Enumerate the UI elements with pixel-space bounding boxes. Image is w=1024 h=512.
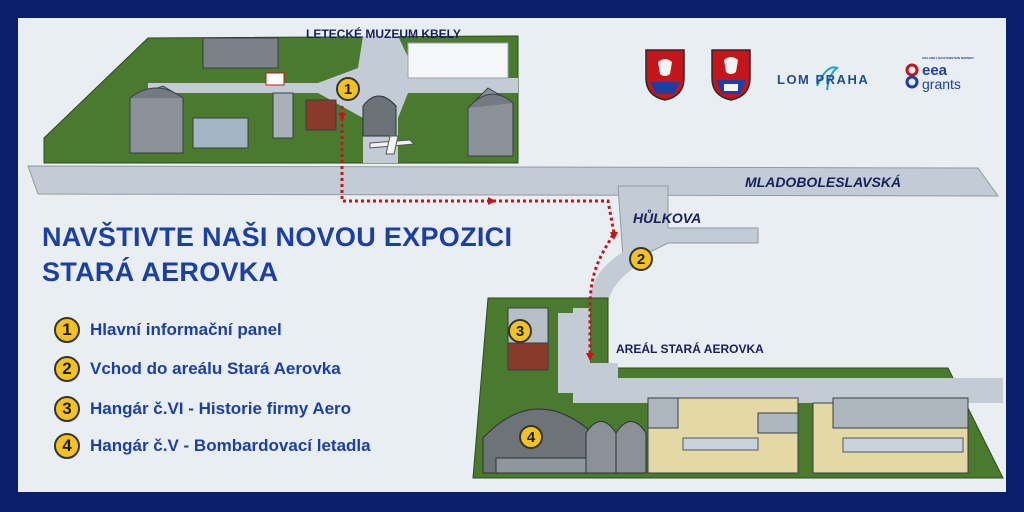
lom-praha-logo: LOM PRAHA (775, 60, 885, 96)
legend-item-4: 4 Hangár č.V - Bombardovací letadla (54, 431, 371, 461)
aero-building-left (647, 397, 799, 474)
museum-checker-flag (265, 72, 285, 86)
legend-text-1: Hlavní informační panel (90, 320, 282, 339)
route-arrow-4 (586, 353, 594, 361)
legend-item-2: 2 Vchod do areálu Stará Aerovka (54, 354, 341, 384)
eea-small-text: ICELAND LIECHTENSTEIN NORWAY (922, 56, 975, 60)
legend-badge-2: 2 (54, 356, 80, 382)
map-panel: LETECKÉ MUZEUM KBELY MLADOBOLESLAVSKÁ HŮ… (18, 18, 1006, 492)
eea-text: eea (922, 62, 948, 79)
museum-hangar-left (129, 85, 184, 154)
site-map (27, 35, 1004, 479)
legend-text-2: Vchod do areálu Stará Aerovka (90, 359, 341, 378)
label-museum: LETECKÉ MUZEUM KBELY (306, 27, 461, 41)
museum-hangar-right (467, 87, 514, 157)
legend-text-4: Hangár č.V - Bombardovací letadla (90, 436, 371, 455)
legend-badge-1: 1 (54, 317, 80, 343)
eea-grants-logo: ICELAND LIECHTENSTEIN NORWAY eea grants (902, 54, 975, 100)
museum-building-red (305, 99, 337, 131)
street-mladoboleslavska (27, 165, 999, 197)
area-side-road (558, 313, 573, 393)
label-street-main: MLADOBOLESLAVSKÁ (745, 174, 902, 190)
route-arrow-2 (488, 197, 496, 205)
museum-building-2 (192, 117, 249, 149)
museum-hangar-center (362, 95, 397, 137)
crest-icon-1 (645, 49, 685, 101)
grants-text: grants (922, 76, 961, 92)
label-area: AREÁL STARÁ AEROVKA (616, 342, 764, 356)
museum-building-1 (202, 37, 279, 69)
map-marker-3[interactable]: 3 (508, 319, 532, 343)
page-title-line1: NAVŠTIVTE NAŠI NOVOU EXPOZICI (42, 222, 513, 252)
lom-praha-text: LOM PRAHA (777, 72, 870, 87)
legend-item-3: 3 Hangár č.VI - Historie firmy Aero (54, 394, 351, 424)
legend-item-1: 1 Hlavní informační panel (54, 315, 282, 345)
museum-building-3 (272, 92, 294, 139)
legend-badge-3: 3 (54, 396, 80, 422)
map-marker-2[interactable]: 2 (629, 247, 653, 271)
hangar-small-domes (585, 421, 647, 474)
route-arrow-1 (338, 113, 346, 121)
legend-badge-4: 4 (54, 433, 80, 459)
airplane-icon (369, 135, 416, 155)
map-marker-1[interactable]: 1 (336, 77, 360, 101)
label-street-side: HŮLKOVA (633, 210, 702, 226)
crest-icon-2 (711, 49, 751, 101)
area-road (573, 308, 1003, 403)
museum-parking (407, 42, 509, 79)
legend-text-3: Hangár č.VI - Historie firmy Aero (90, 399, 352, 418)
map-marker-4[interactable]: 4 (519, 425, 543, 449)
page-title-line2: STARÁ AEROVKA (42, 257, 279, 287)
aero-building-right (812, 397, 969, 474)
route-arrow-3 (610, 232, 618, 240)
walking-route (340, 106, 616, 353)
